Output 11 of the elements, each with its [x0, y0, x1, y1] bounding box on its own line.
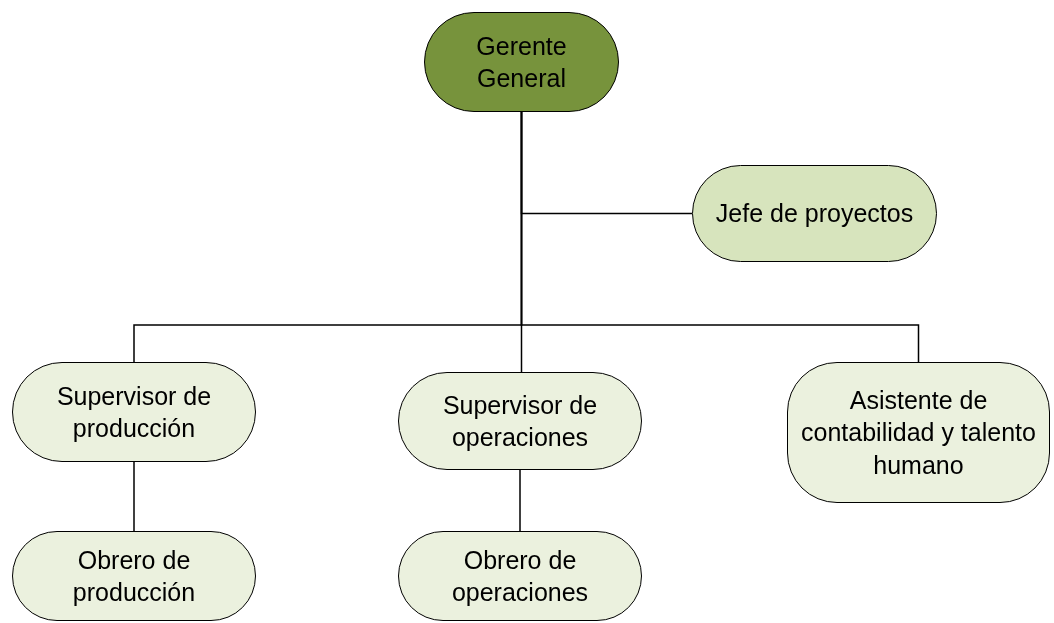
connector-line: [520, 111, 920, 363]
role-title: Supervisor de producción: [55, 380, 213, 444]
connector-line: [133, 461, 135, 532]
role-title: Obrero de operaciones: [450, 544, 590, 608]
role-title: Asistente de contabilidad y talento humano: [800, 384, 1037, 481]
role-title: Gerente General: [475, 30, 568, 94]
role-title: Supervisor de operaciones: [441, 389, 599, 453]
role-title: Jefe de proyectos: [715, 198, 914, 230]
role-title: Obrero de producción: [71, 544, 197, 608]
connector-line: [519, 469, 521, 532]
role-box: [787, 362, 1050, 503]
